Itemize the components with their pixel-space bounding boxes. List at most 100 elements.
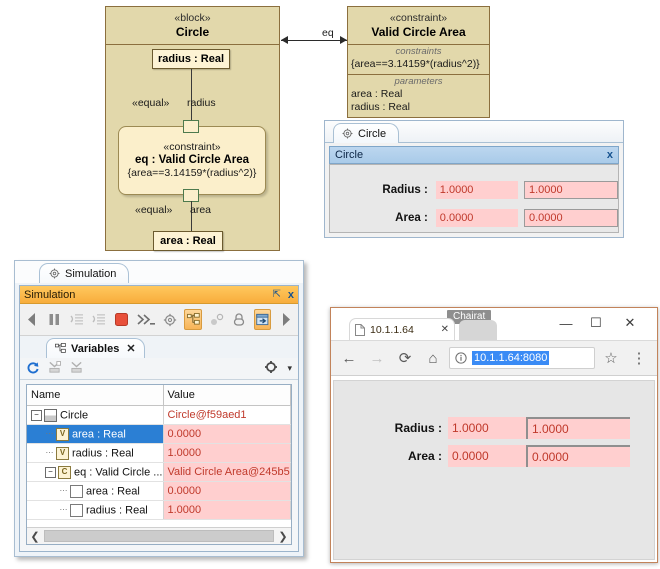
circle-panel-tabstrip: [325, 121, 623, 143]
refresh-icon: [27, 361, 39, 373]
block-valid-circle-area[interactable]: «constraint» Valid Circle Area constrain…: [347, 6, 490, 118]
twisty-toggle[interactable]: −: [31, 409, 42, 421]
minimize-button[interactable]: —: [559, 315, 573, 331]
back-button[interactable]: ←: [341, 349, 357, 367]
expand-all-button[interactable]: [48, 360, 61, 377]
tree-value-cell[interactable]: 1.0000: [163, 443, 291, 463]
gear-icon: [163, 313, 176, 326]
home-button[interactable]: ⌂: [428, 349, 438, 367]
panel-row1-readonly: 0.0000: [435, 209, 518, 227]
tab-close-icon[interactable]: ✕: [440, 324, 449, 335]
tree-name-cell[interactable]: ⋯ area : Real: [27, 481, 164, 501]
browser-tab-ghost[interactable]: [459, 320, 497, 340]
next-arrow-button[interactable]: [278, 310, 294, 329]
equal-label-area: «equal»: [135, 204, 173, 216]
double-chevron-icon: [137, 313, 155, 325]
collapse-all-icon: [71, 361, 82, 373]
options-gear-button[interactable]: [162, 310, 178, 329]
stop-button[interactable]: [114, 310, 130, 329]
maximize-button[interactable]: ☐: [590, 315, 602, 330]
browser-tab-title: 10.1.1.64: [370, 323, 414, 336]
page-row0-input[interactable]: 1.0000: [526, 417, 630, 439]
tree-value-cell[interactable]: Valid Circle Area@245b5bc: [163, 462, 291, 482]
browser-page-content: Radius : 1.0000 1.0000 Area : 0.0000 0.0…: [333, 380, 655, 560]
menu-icon[interactable]: ⋮: [631, 350, 647, 367]
inner-constraint-property[interactable]: «constraint» eq : Valid Circle Area {are…: [118, 126, 266, 195]
scrollbar-thumb[interactable]: [44, 530, 274, 542]
scroll-right-button[interactable]: ❯: [278, 530, 288, 543]
inner-constraint-stereotype: «constraint»: [163, 141, 221, 153]
prev-arrow-button[interactable]: [24, 310, 40, 329]
tree-name-cell[interactable]: −Circle: [27, 405, 164, 425]
tab-circle[interactable]: Circle: [333, 123, 400, 143]
info-icon[interactable]: [455, 352, 467, 364]
close-button[interactable]: ✕: [624, 315, 636, 330]
property-radius[interactable]: radius : Real: [152, 49, 230, 69]
table-row[interactable]: ⋯ area : Real 0.0000: [27, 481, 291, 501]
panel-row0-input[interactable]: 1.0000: [524, 181, 618, 199]
run-script-button[interactable]: [137, 310, 155, 329]
horizontal-scrollbar[interactable]: ❮ ❯: [27, 527, 291, 544]
parameter-area: area : Real: [351, 88, 403, 100]
show-tree-button[interactable]: [184, 309, 202, 330]
settings-gear-button[interactable]: [264, 360, 278, 377]
tree-value-cell[interactable]: Circle@f59aed1: [163, 405, 291, 425]
forward-button[interactable]: →: [369, 349, 385, 367]
twisty-toggle[interactable]: −: [45, 466, 56, 478]
browser-tab[interactable]: 10.1.1.64 ✕: [349, 318, 455, 340]
refresh-button[interactable]: [26, 361, 39, 377]
scroll-left-button[interactable]: ❮: [30, 530, 40, 543]
tree-name-cell[interactable]: ⋯radius : Real: [27, 500, 164, 520]
step-over-button[interactable]: [92, 310, 108, 329]
tree-value-cell[interactable]: 1.0000: [163, 500, 291, 520]
tree-value-cell[interactable]: 0.0000: [163, 481, 291, 501]
panel-row1-label: Area :: [395, 212, 428, 224]
bookmark-star-icon[interactable]: ☆: [604, 350, 618, 367]
variables-toolbar: ▾: [20, 358, 298, 380]
lock-button[interactable]: [231, 310, 247, 329]
close-icon[interactable]: x: [606, 149, 613, 161]
value-property-icon: V: [56, 446, 69, 460]
open-ui-button[interactable]: [253, 309, 272, 330]
column-header-name[interactable]: Name: [27, 385, 164, 406]
address-bar[interactable]: 10.1.1.64:8080: [449, 347, 595, 369]
tree-row-label: area : Real: [86, 484, 140, 497]
pause-button[interactable]: [47, 310, 63, 329]
close-icon[interactable]: ✕: [126, 343, 136, 355]
step-into-icon: [70, 314, 83, 325]
panel-row0-label: Radius :: [382, 184, 428, 196]
collapse-all-button[interactable]: [70, 361, 83, 377]
tab-variables[interactable]: Variables ✕: [46, 338, 145, 358]
close-icon[interactable]: x: [287, 288, 294, 301]
maximize-icon[interactable]: ⇱: [272, 289, 281, 300]
circle-panel-window: Circle Circle x Radius : 1.0000 1.0000 A…: [324, 120, 624, 238]
constraint-block-name: Valid Circle Area: [371, 25, 466, 39]
reload-button[interactable]: ⟳: [398, 350, 412, 367]
block-circle-name: Circle: [175, 25, 210, 39]
column-header-value[interactable]: Value: [163, 385, 291, 406]
tree-guide: ⋯: [59, 485, 68, 495]
equal-label-radius: «equal»: [132, 97, 170, 109]
settings-dropdown-button[interactable]: ▾: [287, 363, 292, 373]
tree-value-cell[interactable]: 0.0000: [163, 424, 291, 444]
page-row1-input[interactable]: 0.0000: [526, 445, 630, 467]
url-text[interactable]: 10.1.1.64:8080: [472, 351, 550, 365]
tree-icon: [186, 313, 200, 325]
step-into-button[interactable]: [69, 310, 85, 329]
property-area[interactable]: area : Real: [153, 231, 223, 251]
instance-icon: [44, 408, 57, 422]
connector-arrow-right: [340, 36, 347, 44]
panel-row1-input[interactable]: 0.0000: [524, 209, 618, 227]
tab-simulation[interactable]: Simulation: [39, 263, 130, 283]
animation-button[interactable]: [209, 310, 225, 329]
port-radius[interactable]: [183, 120, 199, 133]
